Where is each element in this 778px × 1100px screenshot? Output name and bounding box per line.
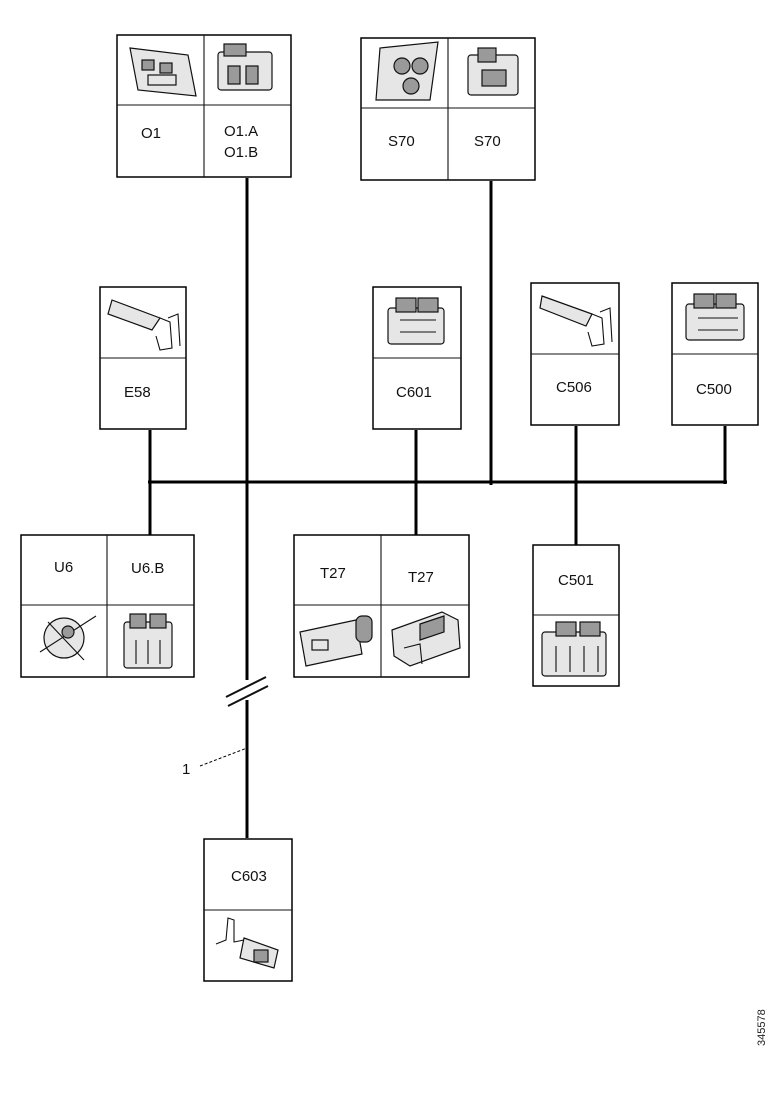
connector-label: S70 xyxy=(388,133,415,150)
connector-label: T27 xyxy=(320,565,346,582)
wire-break-mark xyxy=(227,685,269,707)
connector-c501: C501 xyxy=(532,544,620,687)
connector-c500: C500 xyxy=(671,282,759,426)
wire-break-mark xyxy=(225,676,267,698)
document-id: 345578 xyxy=(756,1009,768,1046)
relay-connector-icon xyxy=(375,41,439,101)
harness-wires xyxy=(148,178,727,838)
callout-number: 1 xyxy=(182,761,190,778)
terminal-icon xyxy=(539,295,613,347)
connector-label: U6.B xyxy=(131,560,164,577)
module-connector-icon xyxy=(129,47,197,97)
connector-c601: C601 xyxy=(372,286,462,430)
housing-connector-icon xyxy=(217,43,273,91)
socket-connector-icon xyxy=(391,611,461,667)
connector-t27: T27 T27 xyxy=(293,534,470,678)
connector-label: T27 xyxy=(408,569,434,586)
connector-label: O1 xyxy=(141,125,161,142)
connector-s70: S70 S70 xyxy=(360,37,536,181)
terminal-icon xyxy=(107,299,181,351)
connector-c603: C603 xyxy=(203,838,293,982)
connector-e58: E58 xyxy=(99,286,187,430)
housing-connector-icon xyxy=(387,297,445,345)
connector-label: O1.A xyxy=(224,123,258,140)
connector-u6: U6 U6.B xyxy=(20,534,195,678)
connector-label: O1.B xyxy=(224,144,258,161)
connector-label: C603 xyxy=(231,868,267,885)
housing-connector-icon xyxy=(685,293,745,341)
housing-connector-icon xyxy=(467,47,519,96)
connector-label: C500 xyxy=(696,381,732,398)
connector-label: E58 xyxy=(124,384,151,401)
connector-label: C601 xyxy=(396,384,432,401)
sensor-icon xyxy=(39,615,97,661)
connector-label: C501 xyxy=(558,572,594,589)
connector-label: U6 xyxy=(54,559,73,576)
connector-label: C506 xyxy=(556,379,592,396)
callout-leader xyxy=(199,747,248,767)
connector-label: S70 xyxy=(474,133,501,150)
plug-connector-icon xyxy=(299,615,373,667)
housing-connector-icon xyxy=(123,613,173,669)
terminal-icon xyxy=(215,917,279,969)
connector-o1: O1 O1.A O1.B xyxy=(116,34,292,178)
housing-connector-icon xyxy=(541,621,607,677)
connector-c506: C506 xyxy=(530,282,620,426)
